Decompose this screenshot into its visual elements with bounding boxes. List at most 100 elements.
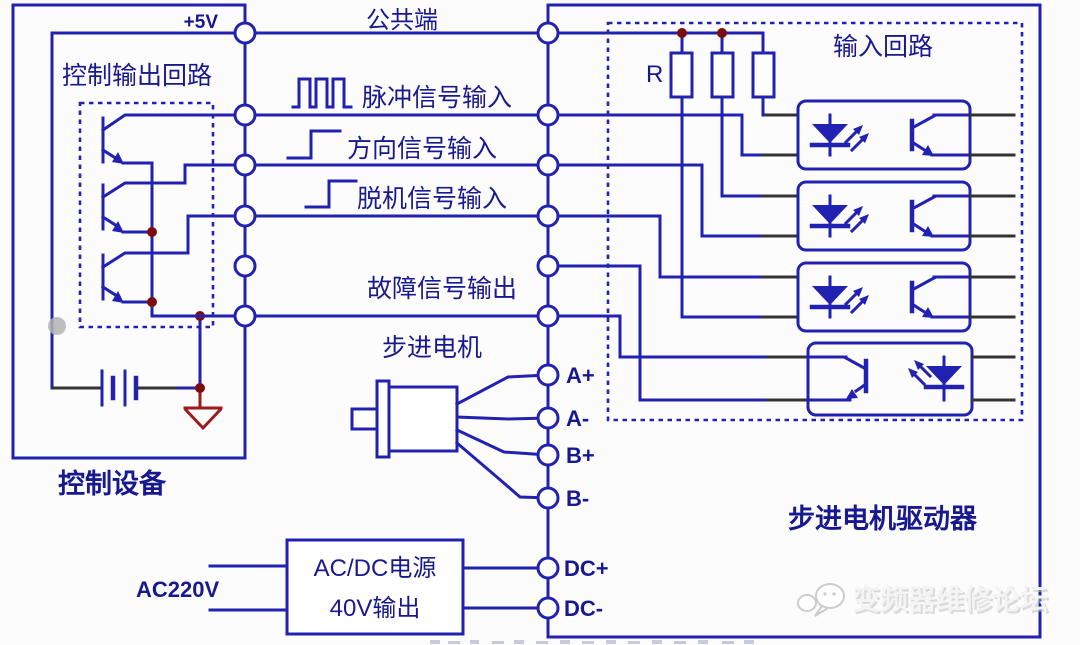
transistor-collector-wire xyxy=(100,113,247,133)
battery xyxy=(51,369,202,407)
wire-r3-drop xyxy=(761,95,768,117)
led-diode-icon xyxy=(812,286,848,305)
light-arrow-head xyxy=(859,133,869,143)
chat-bubbles-icon xyxy=(797,583,845,617)
junction-dot xyxy=(147,227,157,237)
a-minus-label: A- xyxy=(566,406,589,431)
supply-5v-label: +5V xyxy=(184,12,219,33)
light-arrow-head xyxy=(853,287,863,297)
terminal-a-plus xyxy=(536,363,560,387)
terminal-5v xyxy=(233,21,257,45)
motor-shaft xyxy=(350,407,379,431)
terminal-offline xyxy=(233,204,257,228)
transistor-pulse xyxy=(100,113,247,165)
transistor-offline xyxy=(100,214,247,304)
terminal-fault xyxy=(536,304,560,328)
junction-dot xyxy=(147,297,157,307)
led-diode-icon xyxy=(812,205,848,224)
motor-wire-a-plus xyxy=(454,373,550,407)
phototransistor-emitter xyxy=(909,139,929,154)
terminal-fault xyxy=(233,304,257,328)
resistor xyxy=(710,51,735,99)
terminal-b-minus xyxy=(536,486,560,510)
phototransistor-emitter xyxy=(853,381,869,394)
transistor-collector-wire xyxy=(100,214,247,270)
common-label: 公共端 xyxy=(366,7,438,34)
phototransistor-emitter xyxy=(909,301,929,316)
chat-bubble-tail xyxy=(814,604,831,617)
bubble-eye xyxy=(823,592,827,596)
optocoupler-box xyxy=(806,341,974,417)
driver-label: 步进电机驱动器 xyxy=(788,504,978,534)
terminal-direction xyxy=(233,153,257,177)
terminal-pulse xyxy=(536,103,560,127)
transistor-emitter xyxy=(100,284,120,299)
emitter-arrow-icon xyxy=(922,145,934,156)
phototransistor-collector xyxy=(909,113,972,131)
phototransistor-emitter xyxy=(909,220,929,235)
led-diode-icon xyxy=(926,366,962,385)
watermark: 变频器维修论坛 变频器维修论坛 xyxy=(797,583,1050,617)
driver-box xyxy=(546,3,1042,639)
wire-fault-driver xyxy=(546,314,770,359)
wire-pulse-driver xyxy=(546,113,765,157)
resistor xyxy=(751,51,776,99)
ground-vee xyxy=(183,407,223,431)
terminal-common xyxy=(536,21,560,45)
control-device-label: 控制设备 xyxy=(58,469,167,499)
optocoupler-offline xyxy=(796,261,1016,333)
light-arrow-head xyxy=(859,295,869,305)
emitter-arrow-icon xyxy=(922,226,934,237)
input-circuit-label: 输入回路 xyxy=(833,33,933,61)
dc-plus-label: DC+ xyxy=(564,556,609,581)
motor-wire-b-minus xyxy=(454,440,550,500)
acdc-box xyxy=(285,538,465,636)
chat-bubble-large xyxy=(815,583,845,609)
wire-common-driver xyxy=(546,31,765,55)
terminal-dc-plus xyxy=(536,556,560,580)
light-arrow-head xyxy=(908,368,918,378)
emitter-arrow-icon xyxy=(922,307,934,318)
light-arrow-head xyxy=(914,360,924,370)
light-arrow-head xyxy=(853,125,863,135)
emitter-arrow-icon xyxy=(112,152,124,164)
driver-terminals: A+ A- B+ B- DC+ DC- xyxy=(536,21,609,621)
acdc-line1: AC/DC电源 xyxy=(314,555,437,582)
direction-label: 方向信号输入 xyxy=(347,135,497,163)
phototransistor-collector xyxy=(909,194,972,212)
led-diode-icon xyxy=(812,124,848,143)
signal-wires: 公共端 脉冲信号输入 方向信号输入 脱机信号输入 故障信号输出 xyxy=(150,7,550,318)
watermark-text: 变频器维修论坛 xyxy=(852,583,1048,615)
phototransistor-collector xyxy=(909,275,972,293)
control-terminals xyxy=(233,21,257,328)
terminal-dc-minus xyxy=(536,596,560,620)
junction-dot xyxy=(195,383,205,393)
phototransistor-collector xyxy=(806,355,869,372)
optocoupler-box xyxy=(796,99,972,171)
terminal-fault-return xyxy=(536,254,560,278)
terminal-spare xyxy=(233,254,257,278)
ground-symbol xyxy=(183,386,223,431)
junction-dot xyxy=(717,28,727,38)
step-waveform-icon xyxy=(286,129,342,160)
transistor-emitter xyxy=(100,147,120,162)
transistor-emitter xyxy=(100,214,120,229)
wire-r1-drop xyxy=(680,95,765,319)
emitter-arrow-icon xyxy=(846,389,858,399)
resistor xyxy=(669,51,694,99)
wire-direction-driver xyxy=(546,163,765,238)
transistor-direction xyxy=(100,163,247,234)
terminal-direction xyxy=(536,153,560,177)
stepper-driver: 输入回路 R xyxy=(546,3,1042,639)
b-minus-label: B- xyxy=(566,486,589,511)
motor-body xyxy=(387,385,459,453)
light-arrow-head xyxy=(853,206,863,216)
optocoupler-pulse xyxy=(796,99,1016,171)
wire-r2-drop xyxy=(720,95,765,198)
junction-dot xyxy=(677,28,687,38)
a-plus-label: A+ xyxy=(566,363,595,388)
dc-minus-label: DC- xyxy=(564,596,603,621)
control-device: +5V 控制输出回路 控制设备 xyxy=(11,3,247,499)
